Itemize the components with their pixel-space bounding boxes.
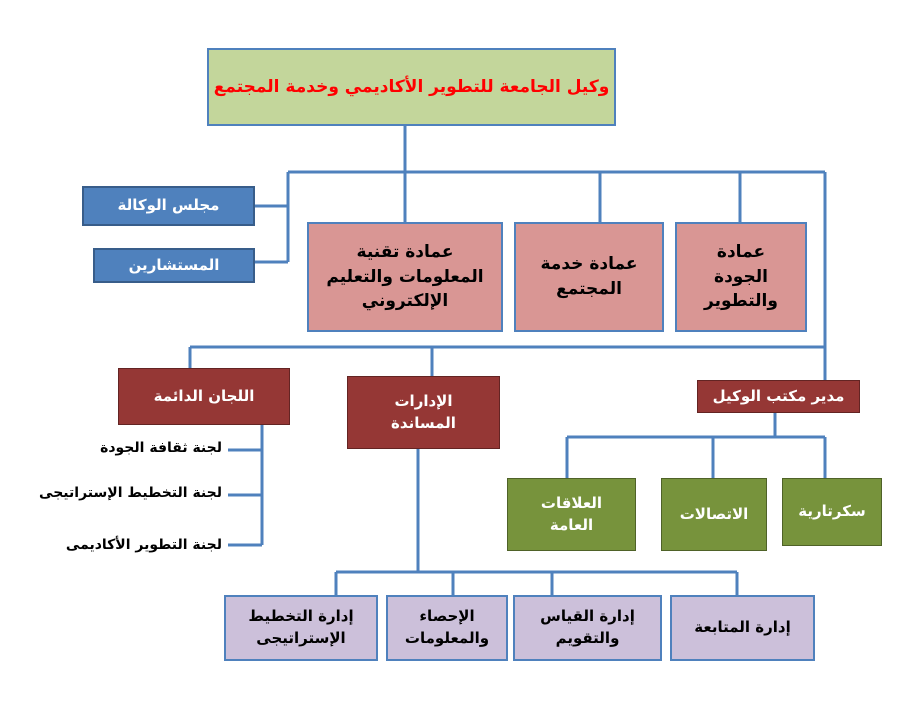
council-box: مجلس الوكالة: [82, 186, 255, 226]
advisors-box: المستشارين: [93, 248, 255, 283]
council-label: مجلس الوكالة: [117, 196, 220, 215]
community-deanship-label: عمادة خدمة المجتمع: [540, 254, 638, 299]
secretariat-box: سكرتارية: [782, 478, 882, 546]
communications-label: الاتصالات: [679, 504, 749, 523]
quality-deanship-label: عمادة الجودة والتطوير: [704, 242, 778, 312]
committees-box: اللجان الدائمة: [118, 368, 290, 425]
secretariat-label: سكرتارية: [798, 502, 866, 521]
public-relations-label: العلاقات العامة: [540, 493, 603, 534]
office-manager-box: مدير مكتب الوكيل: [697, 380, 860, 413]
vice-rector-box: وكيل الجامعة للتطوير الأكاديمي وخدمة الم…: [207, 48, 616, 126]
it-deanship-label: عمادة تقنية المعلومات والتعليم الإلكترون…: [326, 242, 484, 312]
followup-dept-box: إدارة المتابعة: [670, 595, 815, 661]
vice-rector-label: وكيل الجامعة للتطوير الأكاديمي وخدمة الم…: [213, 76, 610, 97]
committee-item: لجنة التطوير الأكاديمى: [65, 537, 222, 553]
advisors-label: المستشارين: [128, 255, 220, 274]
committee-item: لجنة التخطيط الإستراتيجى: [39, 485, 222, 501]
statistics-dept-box: الإحصاء والمعلومات: [386, 595, 508, 661]
assessment-dept-box: إدارة القياس والتقويم: [513, 595, 662, 661]
assessment-dept-label: إدارة القياس والتقويم: [540, 607, 635, 647]
support-departments-box: الإدارات المساندة: [347, 376, 500, 449]
strategic-planning-dept-label: إدارة التخطيط الإستراتيجى: [248, 607, 354, 647]
strategic-planning-dept-box: إدارة التخطيط الإستراتيجى: [224, 595, 378, 661]
quality-deanship-box: عمادة الجودة والتطوير: [675, 222, 807, 332]
committee-item: لجنة ثقافة الجودة: [100, 440, 222, 456]
office-manager-label: مدير مكتب الوكيل: [712, 386, 845, 405]
followup-dept-label: إدارة المتابعة: [694, 618, 791, 637]
it-deanship-box: عمادة تقنية المعلومات والتعليم الإلكترون…: [307, 222, 503, 332]
public-relations-box: العلاقات العامة: [507, 478, 636, 551]
communications-box: الاتصالات: [661, 478, 767, 551]
community-deanship-box: عمادة خدمة المجتمع: [514, 222, 664, 332]
statistics-dept-label: الإحصاء والمعلومات: [404, 607, 490, 647]
committees-label: اللجان الدائمة: [153, 386, 255, 405]
support-departments-label: الإدارات المساندة: [391, 391, 456, 432]
